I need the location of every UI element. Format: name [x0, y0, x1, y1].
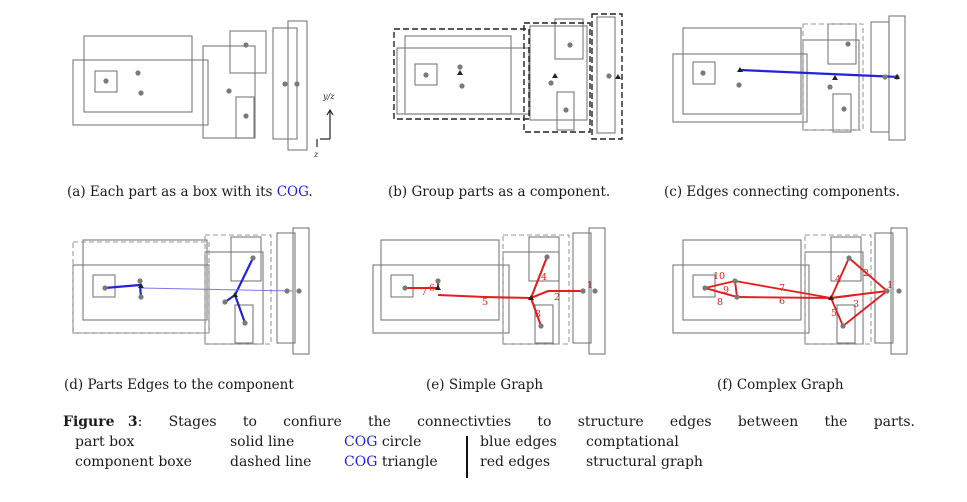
- node-label-7: 7: [421, 287, 427, 298]
- panel-e-diagram: 7 6 5 4 3 2 1: [372, 227, 606, 355]
- figure-colon: :: [137, 414, 143, 430]
- legend-col-2: solid line dashed line: [230, 432, 311, 472]
- figure-number: 3: [127, 414, 138, 430]
- node-label-2: 2: [554, 292, 560, 303]
- caption-word: connectivties: [417, 414, 512, 430]
- caption-a: (a) Each part as a box with its COG.: [67, 184, 313, 200]
- caption-word: Stages: [168, 414, 217, 430]
- caption-b: (b) Group parts as a component.: [388, 184, 611, 200]
- blue-edge: [739, 68, 900, 79]
- legend-col-1: part box component boxe: [75, 432, 192, 472]
- caption-word: edges: [669, 414, 712, 430]
- legend-solid-line: solid line: [230, 434, 295, 450]
- caption-f: (f) Complex Graph: [717, 377, 844, 393]
- legend-triangle-text: triangle: [377, 454, 438, 470]
- node-label-6: 6: [429, 283, 435, 294]
- panel-d-diagram: [72, 227, 310, 355]
- node-label-10: 10: [713, 271, 725, 282]
- caption-a-cog: COG: [276, 184, 309, 200]
- legend-cog-triangle: COG triangle: [344, 452, 438, 472]
- node-label-5: 5: [482, 297, 488, 308]
- node-label-3: 3: [535, 309, 541, 320]
- panel-c-diagram: [672, 15, 906, 141]
- legend-circle-text: circle: [377, 434, 422, 450]
- node-label-7: 7: [779, 283, 785, 294]
- legend-dashed-line: dashed line: [230, 454, 312, 470]
- node-label-4: 4: [541, 272, 547, 283]
- panel-f-diagram: 10 9 8 7 6 5 4 3 2 1: [672, 227, 908, 355]
- caption-word: confiure: [283, 414, 342, 430]
- caption-word: the: [367, 414, 391, 430]
- legend-blue-edges: blue edges: [480, 434, 557, 450]
- legend-computational: comptational: [586, 434, 679, 450]
- axis-label-up: y/z: [322, 92, 335, 101]
- legend-col-4: blue edges red edges: [480, 432, 557, 472]
- figure-caption-label: Figure 3:: [63, 414, 142, 430]
- caption-a-end: .: [308, 184, 313, 200]
- axes-icon: [316, 108, 334, 147]
- caption-word: parts.: [873, 414, 915, 430]
- legend-red-edges: red edges: [480, 454, 551, 470]
- panel-a-diagram: y/z z: [72, 20, 335, 159]
- node-label-5: 5: [831, 308, 837, 319]
- node-label-8: 8: [717, 297, 723, 308]
- caption-word: between: [737, 414, 799, 430]
- node-label-3: 3: [853, 299, 859, 310]
- legend-component-box: component boxe: [75, 454, 192, 470]
- node-label-1: 1: [587, 280, 593, 291]
- legend-divider: [466, 436, 468, 478]
- caption-a-text: (a) Each part as a box with its: [67, 184, 277, 200]
- legend-cog-circle: COG circle: [344, 432, 438, 452]
- caption-word: the: [824, 414, 848, 430]
- caption-word: structure: [577, 414, 644, 430]
- legend-cog-term: COG: [344, 434, 378, 450]
- axis-label-bottom: z: [313, 150, 319, 159]
- caption-word: to: [242, 414, 257, 430]
- legend-cog-term: COG: [344, 454, 378, 470]
- legend-col-3: COG circle COG triangle: [344, 432, 438, 472]
- legend-col-5: comptational structural graph: [586, 432, 703, 472]
- node-label-6: 6: [779, 296, 785, 307]
- node-label-4: 4: [835, 274, 841, 285]
- node-label-1: 1: [887, 280, 893, 291]
- caption-e: (e) Simple Graph: [426, 377, 544, 393]
- node-label-9: 9: [723, 285, 729, 296]
- legend-part-box: part box: [75, 434, 135, 450]
- legend-structural-graph: structural graph: [586, 454, 703, 470]
- caption-c: (c) Edges connecting components.: [664, 184, 901, 200]
- node-label-2: 2: [863, 268, 869, 279]
- caption-d: (d) Parts Edges to the component: [64, 377, 294, 393]
- figure-label: Figure: [63, 414, 115, 430]
- caption-word: to: [537, 414, 552, 430]
- panel-b-diagram: [393, 13, 623, 140]
- figure-caption: Figure 3: Stages to confiure the connect…: [63, 414, 915, 430]
